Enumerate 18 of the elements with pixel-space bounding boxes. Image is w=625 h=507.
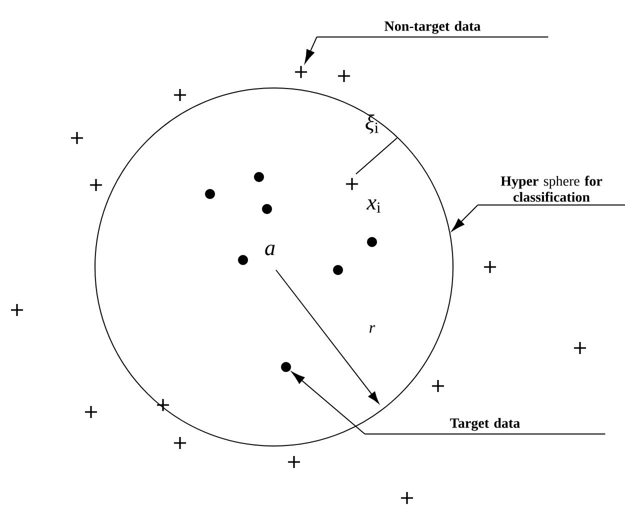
math-label: x$_{i}$	[366, 199, 380, 213]
cross-mark	[294, 65, 308, 79]
callout-label: Hyper sphere for classification	[477, 176, 625, 206]
data-dot	[262, 204, 272, 214]
leader-line	[452, 204, 478, 232]
leader-line	[292, 372, 366, 434]
callout-label: Target data	[364, 418, 606, 434]
data-dot	[281, 362, 291, 372]
data-dot	[238, 255, 248, 265]
math-label: r	[370, 325, 376, 333]
data-dot	[367, 237, 377, 247]
data-dot	[254, 172, 264, 182]
callout-label: Non-target data	[316, 20, 549, 38]
math-label: ξ$_{i}$	[366, 114, 378, 134]
math-label: a	[265, 244, 275, 256]
data-dot	[333, 265, 343, 275]
leader-line	[304, 36, 318, 64]
data-dot	[205, 189, 215, 199]
